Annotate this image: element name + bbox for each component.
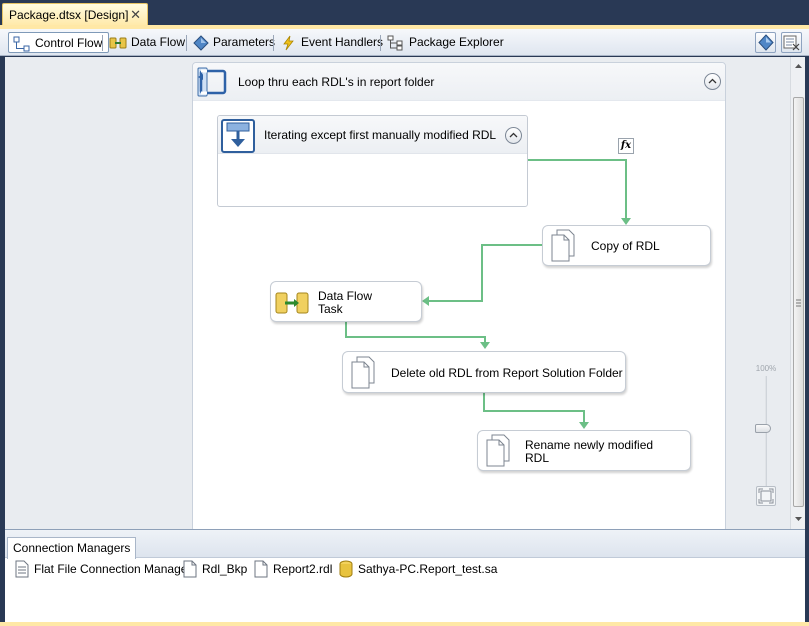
file-connection-icon — [183, 560, 197, 578]
task-label: Copy of RDL — [591, 239, 660, 253]
connection-item-report2[interactable]: Report2.rdl — [254, 560, 332, 578]
variables-button[interactable] — [781, 32, 802, 53]
tab-accent-bar — [0, 25, 809, 29]
file-connection-icon — [254, 560, 268, 578]
connection-managers-panel: Connection Managers Flat File Connection… — [5, 529, 805, 622]
task-label-line-2: RDL — [525, 451, 550, 465]
zoom-fit-icon — [758, 488, 774, 504]
package-explorer-icon — [387, 35, 403, 51]
frame-right-edge — [805, 57, 809, 529]
data-flow-task-icon — [275, 292, 309, 314]
collapse-button[interactable] — [505, 127, 522, 144]
task-label: Delete old RDL from Report Solution Fold… — [391, 366, 623, 380]
chevron-up-icon — [509, 132, 518, 138]
zoom-slider-handle[interactable] — [755, 424, 771, 433]
file-system-task-icon — [351, 356, 375, 389]
vertical-scrollbar[interactable] — [790, 57, 805, 529]
variables-icon — [783, 35, 800, 51]
connection-label: Sathya-PC.Report_test.sa — [358, 562, 498, 576]
tab-label: Package Explorer — [409, 35, 504, 49]
separator — [380, 35, 381, 51]
document-tab[interactable]: Package.dtsx [Design] ✕ — [2, 3, 148, 26]
database-connection-icon — [339, 560, 353, 578]
frame-left-edge — [0, 57, 5, 529]
separator — [273, 35, 274, 51]
tab-package-explorer[interactable]: Package Explorer — [383, 32, 510, 53]
foreach-loop-icon — [197, 67, 227, 97]
connection-managers-tabstrip: Connection Managers — [5, 530, 805, 559]
event-handlers-icon — [283, 35, 294, 51]
control-flow-icon — [13, 36, 30, 52]
flat-file-icon — [15, 560, 29, 578]
document-tab-title: Package.dtsx [Design] — [9, 8, 129, 22]
container-header: Loop thru each RDL's in report folder — [193, 63, 725, 101]
sequence-container[interactable]: Iterating except first manually modified… — [217, 115, 528, 207]
grip-icon — [796, 299, 801, 307]
connection-label: Rdl_Bkp — [202, 562, 248, 576]
tab-event-handlers[interactable]: Event Handlers — [277, 32, 389, 53]
scrollbar-thumb[interactable] — [793, 97, 804, 507]
scroll-up-icon[interactable] — [792, 60, 805, 72]
zoom-control: 100% — [752, 362, 780, 512]
tab-label: Data Flow — [131, 35, 186, 49]
container-title: Loop thru each RDL's in report folder — [238, 75, 435, 89]
close-icon[interactable]: ✕ — [130, 7, 141, 22]
document-tabstrip: Package.dtsx [Design] ✕ — [0, 0, 809, 26]
bottom-accent-bar — [0, 622, 809, 626]
task-delete-old-rdl[interactable]: Delete old RDL from Report Solution Fold… — [342, 351, 626, 393]
expression-badge[interactable]: fx — [618, 138, 634, 154]
separator — [186, 35, 187, 51]
connection-item-flat-file[interactable]: Flat File Connection Manager — [15, 560, 191, 578]
scroll-down-icon[interactable] — [792, 513, 805, 525]
parameters-toolbar-button[interactable] — [755, 32, 776, 53]
designer-tabs: Control Flow Data Flow Parameters Event … — [0, 29, 809, 56]
tab-connection-managers[interactable]: Connection Managers — [7, 537, 137, 559]
parameters-icon — [193, 35, 209, 51]
separator — [102, 35, 103, 51]
tab-label: Control Flow — [35, 36, 103, 50]
chevron-up-icon — [708, 78, 717, 84]
parameters-toolbar-icon — [758, 34, 774, 51]
task-rename-rdl[interactable]: Rename newly modified RDL — [477, 430, 691, 471]
sequence-container-title: Iterating except first manually modified… — [264, 128, 497, 142]
sequence-container-icon — [221, 119, 255, 153]
tab-label: Parameters — [213, 35, 276, 49]
tab-parameters[interactable]: Parameters — [189, 32, 281, 53]
connection-item-rdl-bkp[interactable]: Rdl_Bkp — [183, 560, 247, 578]
tab-data-flow[interactable]: Data Flow — [105, 32, 191, 53]
control-flow-design-surface[interactable]: Loop thru each RDL's in report folder It… — [5, 57, 790, 529]
connection-label: Flat File Connection Manager — [34, 562, 192, 576]
file-system-task-icon — [551, 229, 575, 262]
task-label-line-1: Data Flow — [318, 289, 373, 303]
connection-label: Report2.rdl — [273, 562, 333, 576]
data-flow-icon — [109, 37, 127, 49]
sequence-container-header — [218, 116, 527, 154]
zoom-to-fit-button[interactable] — [756, 486, 776, 506]
task-label-line-1: Rename newly modified — [525, 438, 654, 452]
tab-label: Event Handlers — [301, 35, 384, 49]
zoom-percent-label: 100% — [755, 364, 777, 373]
file-system-task-icon — [486, 434, 510, 467]
task-label-line-2: Task — [318, 302, 343, 316]
collapse-button[interactable] — [704, 73, 721, 90]
task-data-flow[interactable]: Data Flow Task — [270, 281, 422, 322]
tab-control-flow[interactable]: Control Flow — [8, 32, 110, 53]
task-copy-of-rdl[interactable]: Copy of RDL — [542, 225, 711, 266]
connection-item-database[interactable]: Sathya-PC.Report_test.sa — [339, 560, 497, 578]
